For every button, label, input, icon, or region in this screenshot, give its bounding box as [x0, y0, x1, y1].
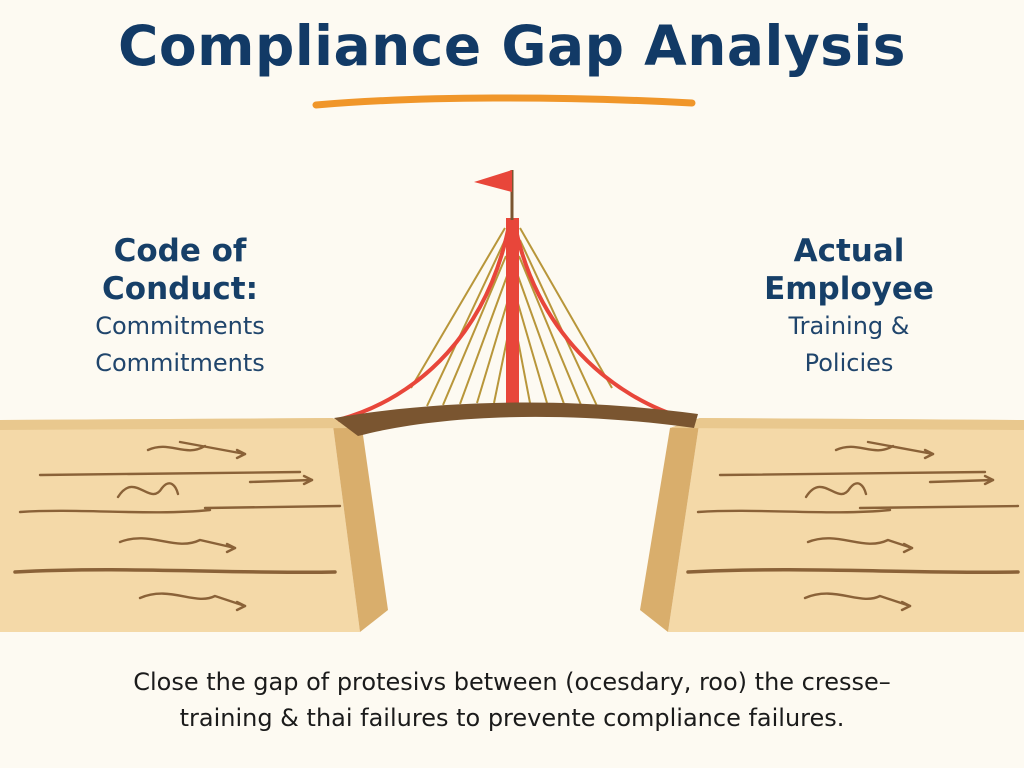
right-cliff-face	[640, 418, 700, 632]
bridge-tower	[506, 218, 519, 404]
right-label-group: Actual Employee Training & Policies	[719, 232, 979, 382]
bridge-deck	[334, 402, 698, 436]
left-ground-streaks	[13, 440, 342, 612]
left-heading-line1: Code of	[113, 233, 247, 269]
right-sub-line2: Policies	[804, 349, 894, 377]
left-sub-line2: Commitments	[95, 349, 265, 377]
left-cliff-face	[332, 418, 388, 632]
bridge	[334, 170, 698, 436]
right-sub-line1: Training &	[788, 312, 910, 340]
bridge-cable-left	[337, 219, 512, 422]
bridge-cable-right	[512, 219, 691, 422]
flag	[474, 170, 512, 192]
right-heading-line2: Employee	[764, 271, 934, 307]
right-ground	[640, 418, 1024, 632]
left-sub-line1: Commitments	[95, 312, 265, 340]
right-ground-streaks	[686, 440, 1020, 612]
caption: Close the gap of protesivs between (oces…	[0, 664, 1024, 736]
left-heading-line2: Conduct:	[102, 271, 258, 307]
left-label-group: Code of Conduct: Commitments Commitments	[50, 232, 310, 382]
page-title: Compliance Gap Analysis	[118, 14, 906, 78]
bridge-hangers	[410, 227, 613, 407]
caption-line1: Close the gap of protesivs between (oces…	[133, 668, 891, 696]
title-underline	[312, 94, 696, 109]
right-heading-line1: Actual	[793, 233, 905, 269]
caption-line2: training & thai failures to prevente com…	[179, 704, 845, 732]
